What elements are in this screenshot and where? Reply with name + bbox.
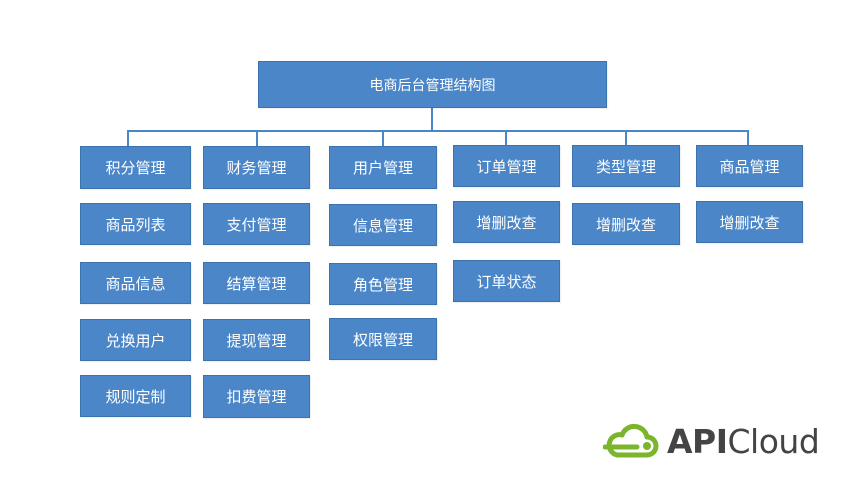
column-header-2: 财务管理 (203, 146, 310, 189)
root-node: 电商后台管理结构图 (258, 61, 607, 108)
apicloud-logo: APICloud (603, 418, 835, 464)
column-1-item-4: 规则定制 (80, 375, 191, 417)
column-header-4: 订单管理 (453, 145, 560, 187)
logo-text-cloud: Cloud (727, 421, 820, 461)
column-4-item-2: 订单状态 (453, 260, 560, 302)
column-5-item-1: 增删改查 (572, 203, 680, 245)
column-2-item-3: 提现管理 (203, 319, 310, 361)
column-2-item-1: 支付管理 (203, 203, 310, 245)
column-3-item-2: 角色管理 (329, 263, 437, 305)
column-1-item-1: 商品列表 (80, 203, 191, 245)
column-4-item-1: 增删改查 (453, 201, 560, 243)
logo-text-api: API (667, 421, 728, 461)
column-6-item-1: 增删改查 (696, 201, 803, 243)
column-3-item-1: 信息管理 (329, 204, 437, 246)
column-3-item-3: 权限管理 (329, 318, 437, 360)
cloud-icon (603, 423, 659, 458)
column-1-item-3: 兑换用户 (80, 319, 191, 361)
column-header-6: 商品管理 (696, 145, 803, 187)
column-2-item-2: 结算管理 (203, 262, 310, 304)
column-header-3: 用户管理 (329, 146, 437, 189)
column-header-5: 类型管理 (572, 145, 680, 187)
logo-text: APICloud (667, 421, 820, 461)
column-1-item-2: 商品信息 (80, 262, 191, 304)
column-header-1: 积分管理 (80, 146, 191, 189)
column-2-item-4: 扣费管理 (203, 375, 310, 418)
